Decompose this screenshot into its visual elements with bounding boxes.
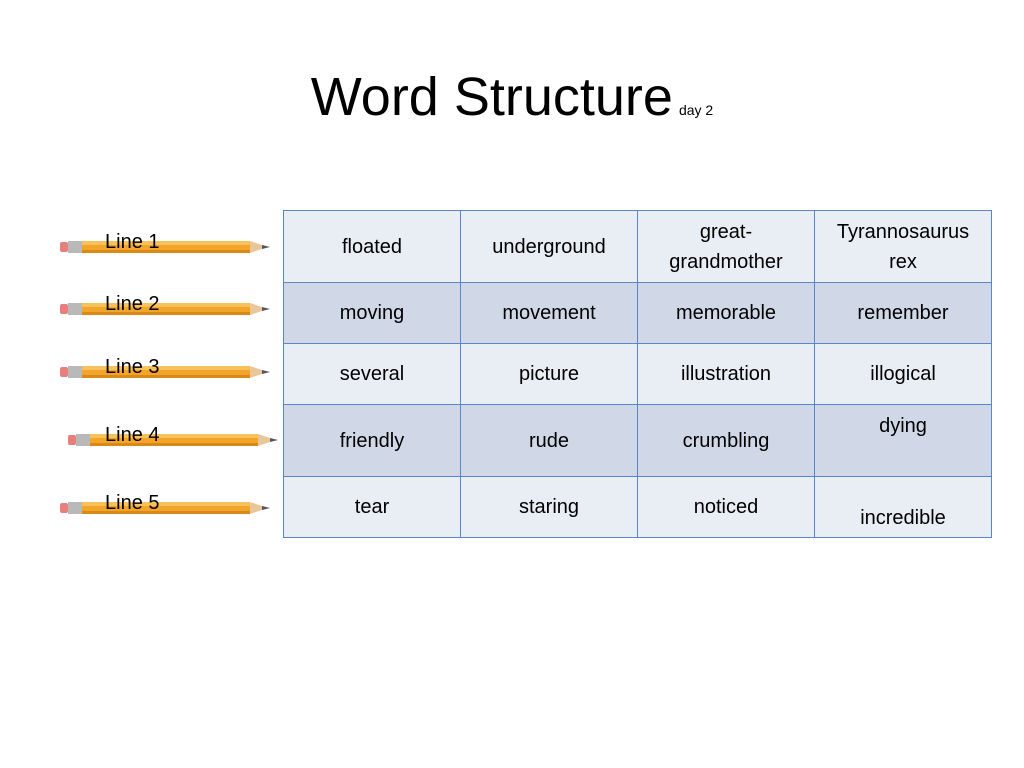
table-row: tear staring noticed incredible [283, 476, 992, 538]
table-cell: several [283, 343, 461, 405]
table-cell: tear [283, 476, 461, 538]
table-cell: underground [460, 210, 638, 283]
line-3-label: Line 3 [105, 356, 160, 378]
table-row: friendly rude crumbling dying [283, 404, 992, 477]
table-cell: movement [460, 282, 638, 344]
line-5-pencil: Line 5 [60, 492, 272, 523]
line-2-label: Line 2 [105, 293, 160, 315]
slide-title: Word Structure day 2 [0, 62, 1024, 132]
table-cell: friendly [283, 404, 461, 477]
pencil-icon [60, 366, 270, 378]
table-cell: dying [814, 404, 992, 477]
table-cell: Tyrannosaurus rex [814, 210, 992, 283]
table-cell: crumbling [637, 404, 815, 477]
table-row: moving movement memorable remember [283, 282, 992, 344]
table-cell: illogical [814, 343, 992, 405]
line-3-pencil: Line 3 [60, 356, 272, 387]
table-cell: moving [283, 282, 461, 344]
table-cell: staring [460, 476, 638, 538]
table-cell: remember [814, 282, 992, 344]
line-4-pencil: Line 4 [60, 424, 278, 455]
title-text: Word Structure [310, 67, 673, 127]
table-cell: incredible [814, 476, 992, 538]
table-cell: floated [283, 210, 461, 283]
table-row: several picture illustration illogical [283, 343, 992, 405]
table-cell: rude [460, 404, 638, 477]
table-cell: memorable [637, 282, 815, 344]
line-1-label: Line 1 [105, 231, 160, 253]
word-table: floated underground great-grandmother Ty… [283, 210, 992, 538]
pencil-icon [68, 434, 278, 446]
line-5-label: Line 5 [105, 492, 160, 514]
pencil-icon [60, 502, 270, 514]
title-subtitle: day 2 [678, 102, 714, 118]
line-1-pencil: Line 1 [60, 231, 272, 262]
line-2-pencil: Line 2 [60, 293, 272, 324]
table-row: floated underground great-grandmother Ty… [283, 210, 992, 283]
table-cell: great-grandmother [637, 210, 815, 283]
table-cell: illustration [637, 343, 815, 405]
line-4-label: Line 4 [105, 424, 160, 446]
pencil-icon [60, 241, 270, 253]
table-cell: noticed [637, 476, 815, 538]
table-cell: picture [460, 343, 638, 405]
pencil-icon [60, 303, 270, 315]
